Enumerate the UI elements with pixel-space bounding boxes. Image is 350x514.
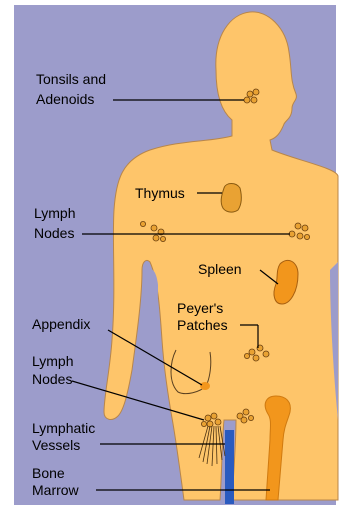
label-thymus: Thymus: [135, 185, 185, 201]
label-bone-line2: Marrow: [32, 482, 80, 498]
label-tonsils-line1: Tonsils and: [36, 71, 106, 87]
thymus-organ: [221, 184, 241, 213]
label-peyers-line2: Patches: [177, 317, 228, 333]
label-lymph-upper-line1: Lymph: [34, 205, 76, 221]
label-lymph-lower-line1: Lymph: [32, 353, 74, 369]
label-peyers-line1: Peyer's: [177, 300, 223, 316]
label-bone-line1: Bone: [32, 465, 65, 481]
label-appendix: Appendix: [32, 316, 90, 332]
label-lymph-upper-line2: Nodes: [34, 225, 74, 241]
label-tonsils-line2: Adenoids: [36, 91, 94, 107]
label-lymphatic-line2: Vessels: [32, 437, 80, 453]
lymphatic-vessel-bar: [225, 430, 234, 504]
label-lymphatic-line1: Lymphatic: [32, 420, 95, 436]
appendix-tip: [200, 382, 210, 390]
label-lymph-lower-line2: Nodes: [32, 371, 72, 387]
label-spleen: Spleen: [198, 261, 242, 277]
